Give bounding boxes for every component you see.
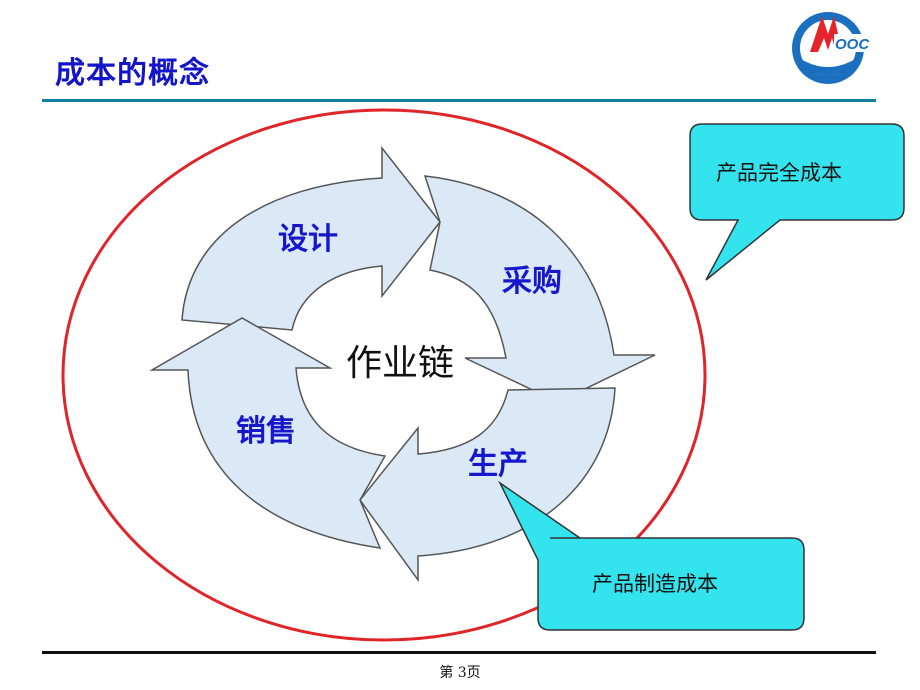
company-logo: OOC	[792, 12, 880, 84]
full-cost-ellipse	[61, 108, 707, 642]
arrow-design	[181, 145, 441, 331]
arrow-procure	[423, 175, 656, 403]
stage-label-design: 设计	[278, 222, 338, 257]
callout-manufacturing-cost	[498, 480, 805, 631]
slide-title: 成本的概念	[55, 56, 210, 91]
stage-label-procure: 采购	[502, 264, 562, 299]
center-label: 作业链	[346, 343, 454, 384]
callout-full-cost-text: 产品完全成本	[716, 161, 842, 185]
header-rule	[42, 99, 876, 102]
page-number: 第 3页	[439, 665, 481, 681]
logo-text: OOC	[835, 36, 870, 53]
stage-label-produce: 生产	[468, 447, 528, 482]
callout-full-cost	[689, 123, 905, 281]
callout-manufacturing-cost-text: 产品制造成本	[592, 572, 718, 596]
arrow-sales	[149, 317, 387, 549]
arrow-produce	[359, 387, 616, 583]
stage-label-sales: 销售	[236, 414, 296, 449]
footer-rule	[42, 651, 876, 654]
